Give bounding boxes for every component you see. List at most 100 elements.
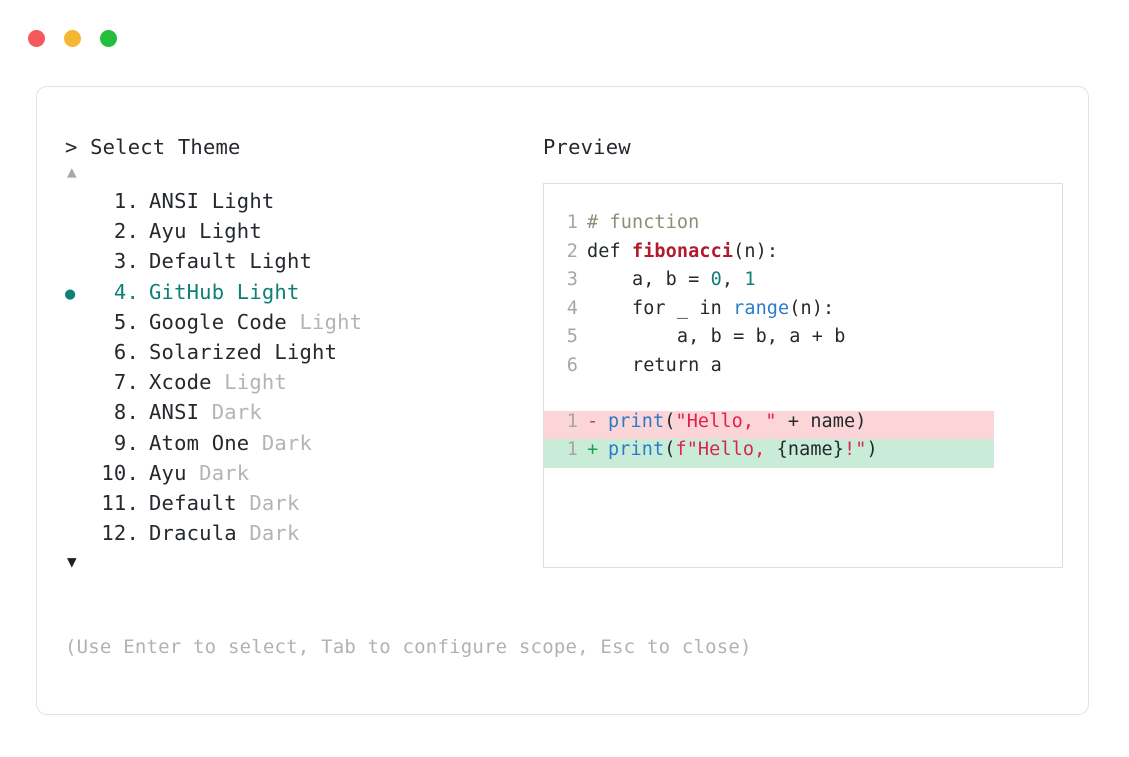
code-token: print: [608, 410, 665, 432]
theme-list-item[interactable]: 1.ANSI Light: [65, 189, 535, 219]
line-number: 5: [566, 326, 578, 348]
code-line: 6 return a: [544, 355, 1062, 384]
theme-list-item[interactable]: 11. Default Dark: [65, 491, 535, 521]
theme-item-variant: Dark: [236, 490, 300, 515]
code-token: fibonacci: [631, 240, 734, 262]
code-token: ,: [721, 269, 745, 291]
theme-item-variant: Dark: [199, 400, 262, 425]
code-line: 3 a, b = 0, 1: [544, 269, 1062, 298]
theme-item-index: 4.: [113, 279, 139, 304]
code-token: (n):: [733, 240, 779, 262]
code-line: 5 a, b = b, a + b: [544, 326, 1062, 355]
code-line-content: for _ in range(n):: [587, 298, 834, 319]
code-token: ): [866, 439, 878, 461]
line-number: 1: [566, 410, 578, 432]
code-token: a, b = b, a + b: [587, 326, 846, 348]
code-line: 2 def fibonacci(n):: [544, 241, 1062, 270]
code-token: return a: [587, 354, 722, 376]
code-token: 0: [710, 269, 722, 291]
theme-item-index: 11.: [101, 490, 139, 515]
diff-sign: +: [587, 439, 599, 461]
theme-list-item[interactable]: 12. Dracula Dark: [65, 521, 535, 551]
diff-listing: 1-print("Hello, " + name)1+print(f"Hello…: [544, 410, 1062, 468]
theme-list-item[interactable]: 8.ANSI Dark: [65, 400, 535, 430]
code-token: print: [608, 439, 665, 461]
theme-item-name: Dracula: [149, 521, 237, 546]
line-number: 1: [566, 439, 578, 461]
theme-item-name: Solarized Light: [149, 339, 338, 364]
code-token: range: [733, 297, 790, 319]
close-window-button[interactable]: [28, 29, 45, 47]
code-line-content: # function: [587, 212, 699, 233]
code-token: 1: [744, 269, 756, 291]
theme-item-index: 2.: [113, 219, 139, 244]
code-token: f"Hello,: [675, 439, 777, 461]
theme-list-item[interactable]: 9. Atom One Dark: [65, 431, 535, 461]
maximize-window-button[interactable]: [100, 29, 117, 47]
code-token: (n):: [789, 297, 835, 319]
line-number: 6: [566, 354, 578, 376]
code-token: for _ in: [587, 297, 734, 319]
theme-list-item[interactable]: 6.Solarized Light: [65, 340, 535, 370]
diff-line-plus: 1 + print(f"Hello, {name}!"): [544, 439, 994, 468]
code-line-content: return a: [587, 355, 722, 376]
code-line-content: a, b = 0, 1: [587, 269, 756, 290]
line-number: 2: [566, 240, 578, 262]
code-token: + name): [776, 410, 867, 432]
diff-sign: -: [587, 410, 599, 432]
code-token: def: [587, 240, 632, 262]
theme-item-name: Google Code: [149, 309, 287, 334]
theme-item-name: Atom One: [149, 430, 250, 455]
code-line: 1 # function: [544, 212, 1062, 241]
line-number: 3: [566, 269, 578, 291]
code-token: "Hello, ": [675, 410, 777, 432]
scroll-up-indicator-icon[interactable]: ▲: [67, 162, 77, 181]
theme-list-item[interactable]: 10. Ayu Dark: [65, 461, 535, 491]
selected-bullet-icon: ●: [65, 283, 76, 304]
code-spacer: [544, 384, 1062, 411]
line-number: 4: [566, 297, 578, 319]
code-token: {name}: [776, 439, 845, 461]
code-token: (: [664, 410, 676, 432]
scroll-down-indicator-icon[interactable]: ▼: [67, 552, 77, 572]
line-number: 1: [566, 212, 578, 233]
theme-item-variant: Light: [286, 309, 363, 334]
theme-item-name: Default Light: [149, 249, 313, 274]
theme-item-name: Default: [149, 490, 237, 515]
theme-item-variant: Dark: [249, 430, 313, 455]
theme-item-name: Ayu Light: [149, 219, 262, 244]
code-line-content: def fibonacci(n):: [587, 241, 778, 262]
theme-item-name: Ayu: [149, 460, 187, 485]
theme-item-index: 7.: [113, 370, 139, 395]
theme-list-item[interactable]: 7. Xcode Light: [65, 370, 535, 400]
code-token: (: [664, 439, 676, 461]
diff-line-content: print("Hello, " + name): [608, 411, 867, 432]
theme-item-index: 3.: [113, 249, 139, 274]
theme-list-item[interactable]: 5. Google Code Light: [65, 310, 535, 340]
minimize-window-button[interactable]: [64, 29, 81, 47]
theme-list-item[interactable]: ●4.GitHub Light: [65, 280, 535, 310]
diff-line-minus: 1-print("Hello, " + name): [544, 410, 994, 440]
theme-item-index: 1.: [113, 189, 139, 213]
theme-item-index: 10.: [101, 460, 139, 485]
theme-item-variant: Dark: [236, 521, 300, 546]
theme-item-index: 12.: [101, 521, 139, 546]
theme-item-variant: Light: [211, 370, 287, 395]
select-theme-prompt: > Select Theme: [65, 135, 241, 159]
theme-item-index: 9.: [113, 430, 139, 455]
theme-item-name: ANSI: [149, 400, 200, 425]
theme-item-name: Xcode: [149, 370, 212, 395]
code-line: 4 for _ in range(n):: [544, 298, 1062, 327]
theme-list-item[interactable]: 3. Default Light: [65, 249, 535, 279]
theme-item-index: 5.: [113, 309, 139, 334]
theme-item-name: GitHub: [149, 279, 225, 304]
theme-item-variant: Dark: [186, 460, 250, 485]
theme-list-item[interactable]: 2. Ayu Light: [65, 219, 535, 249]
window-titlebar: [0, 0, 1129, 76]
code-token: !": [844, 439, 867, 461]
preview-title: Preview: [543, 135, 631, 159]
